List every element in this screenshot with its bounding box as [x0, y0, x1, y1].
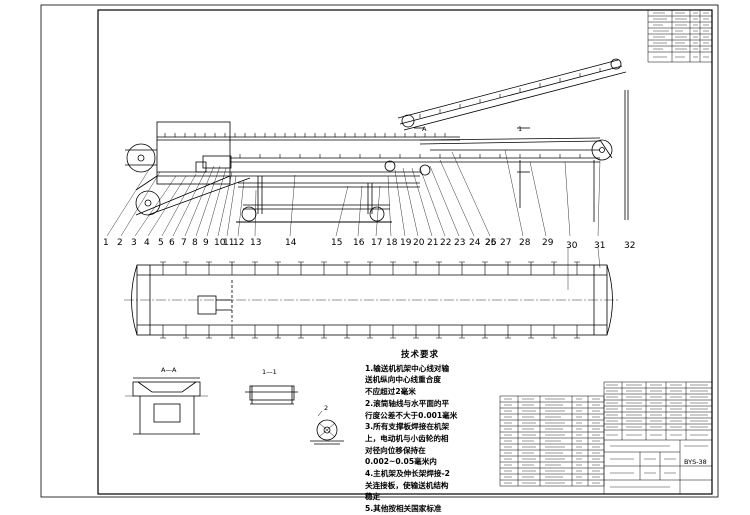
- part-number-16: 16: [353, 238, 365, 248]
- part-number-21: 21: [427, 238, 439, 248]
- drive-motor: [202, 155, 232, 169]
- tech-req-line: 0.002~0.05毫米内: [365, 457, 437, 467]
- part-number-20: 20: [413, 238, 425, 248]
- part-number-19: 19: [400, 238, 412, 248]
- tech-req-line: 4.主机架及伸长架焊接-2: [365, 469, 450, 479]
- technical-requirements-title: 技术要求: [400, 350, 439, 360]
- wheel-left: [241, 206, 257, 222]
- part-number-6: 6: [169, 238, 175, 248]
- part-number-8: 8: [192, 238, 198, 248]
- part-number-30: 30: [566, 241, 578, 251]
- title-block-marks: [606, 384, 708, 488]
- plan-drive: [197, 295, 217, 315]
- tech-req-line: 送机纵向中心线重合度: [365, 375, 441, 385]
- main-frame: [156, 121, 231, 185]
- part-number-27: 27: [500, 238, 512, 248]
- section-marker-a: A: [422, 125, 427, 133]
- detail-2-view: [310, 410, 344, 445]
- part-number-11: 11: [223, 238, 235, 248]
- drawing-number: BYS-38: [684, 458, 707, 466]
- tech-req-line: 上，电动机与小齿轮的相: [365, 433, 449, 443]
- tech-req-line: 3.所有支撑板焊接在机架: [365, 422, 450, 432]
- part-number-32: 32: [624, 241, 636, 251]
- part-number-26: 26: [485, 238, 497, 248]
- revision-table: [647, 9, 713, 63]
- plan-idlers: [160, 261, 580, 339]
- part-number-22: 22: [440, 238, 452, 248]
- tech-req-line: 对径向位移保持在: [365, 445, 426, 455]
- part-number-29: 29: [542, 238, 554, 248]
- part-number-5: 5: [158, 238, 164, 248]
- revision-table-marks: [653, 12, 709, 58]
- tech-req-line: 关连接板，使输送机结构: [365, 480, 449, 490]
- section-marker-1: 1: [518, 125, 523, 133]
- section-11-label: 1—1: [262, 368, 277, 376]
- part-number-18: 18: [386, 238, 398, 248]
- part-number-24: 24: [469, 238, 481, 248]
- title-block: [603, 381, 713, 495]
- section-markers: [414, 127, 530, 173]
- section-11-view: [245, 385, 298, 405]
- elevation-view: [106, 58, 629, 237]
- detail-2-label: 2: [324, 404, 329, 412]
- tech-req-line: 行度公差不大于0.001毫米: [365, 410, 458, 420]
- inclined-conveyor: [397, 59, 619, 119]
- lower-pulley: [135, 190, 161, 216]
- part-number-25: 25: [485, 238, 497, 248]
- tech-req-line: 2.滚筒轴线与水平面的平: [365, 398, 450, 408]
- part-number-7: 7: [181, 238, 187, 248]
- section-aa-view: [125, 377, 208, 435]
- part-number-23: 23: [454, 238, 466, 248]
- part-number-9: 9: [203, 238, 209, 248]
- tail-pulley: [126, 143, 156, 173]
- plan-view: [124, 247, 620, 336]
- part-number-15: 15: [331, 238, 343, 248]
- tech-req-line: 稳定: [365, 492, 381, 502]
- section-aa-label: A—A: [161, 366, 177, 374]
- part-number-10: 10: [214, 238, 226, 248]
- part-number-4: 4: [144, 238, 150, 248]
- part-number-31: 31: [594, 241, 606, 251]
- part-number-14: 14: [285, 238, 297, 248]
- bom-marks: [504, 398, 600, 484]
- tech-req-line: 不应超过2毫米: [365, 387, 416, 397]
- part-number-2: 2: [117, 238, 123, 248]
- engineering-drawing: [40, 4, 719, 498]
- part-number-12: 12: [233, 238, 245, 248]
- part-number-1: 1: [103, 238, 109, 248]
- part-number-28: 28: [519, 238, 531, 248]
- sheet-inner-border: [97, 9, 713, 495]
- tech-req-line: 5.其他按相关国家标准: [365, 504, 442, 514]
- part-number-3: 3: [131, 238, 137, 248]
- elevation-idlers: [164, 68, 601, 158]
- part-number-13: 13: [250, 238, 262, 248]
- part-number-17: 17: [371, 238, 383, 248]
- sheet-outer-border: [40, 4, 719, 498]
- tech-req-line: 1.输送机机架中心线对输: [365, 363, 450, 373]
